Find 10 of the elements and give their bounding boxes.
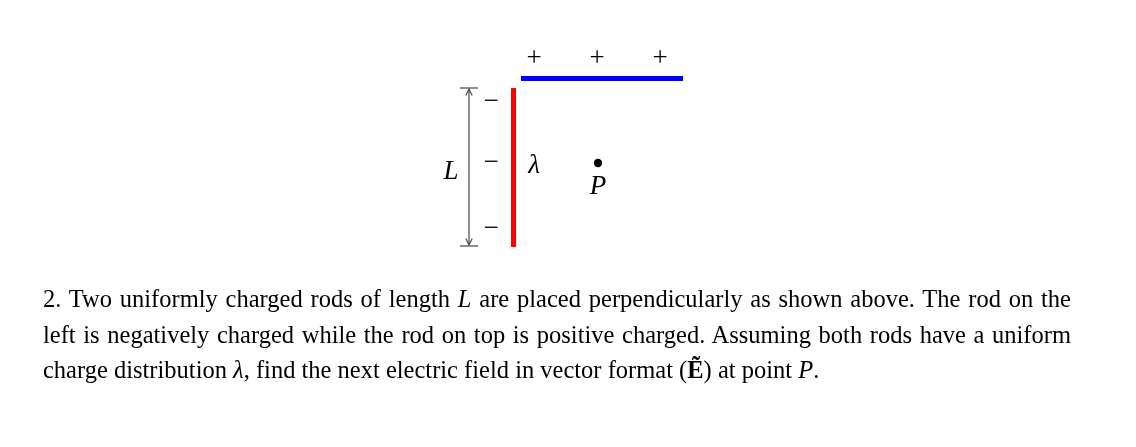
plus-sign: + [652, 43, 668, 71]
charge-density-label: λ [528, 150, 540, 178]
minus-sign: − [483, 147, 499, 175]
plus-sign: + [589, 43, 605, 71]
minus-sign: − [483, 86, 499, 114]
length-label: L [443, 156, 459, 184]
plus-sign: + [526, 43, 542, 71]
minus-sign: − [483, 213, 499, 241]
point-label: P [589, 171, 607, 199]
problem-text: 2. Two uniformly charged rods of length L are placed perpendicularly as shown above. The rod on the left is negatively charged while the rod on top is positive charged. Assuming both rods have a uniform charge distribution λ, find the next electric field in vector format (Ẽ) at point P. [43, 284, 1071, 386]
